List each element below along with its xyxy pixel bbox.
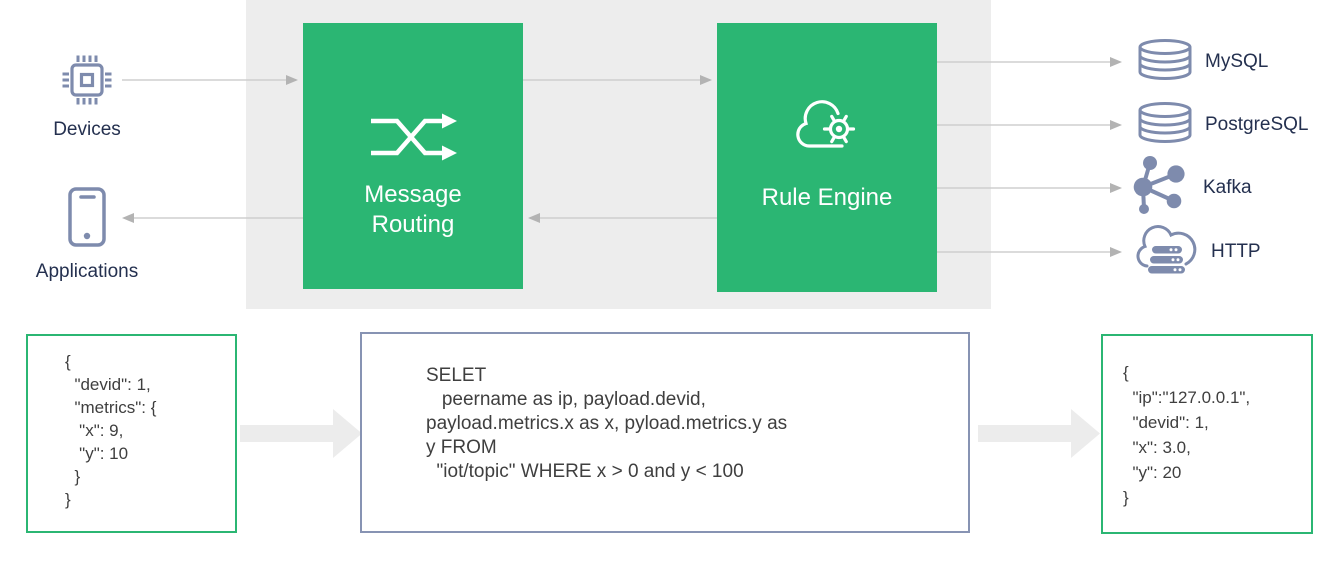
message-routing-label: Message Routing	[364, 181, 462, 238]
shuffle-icon	[369, 111, 457, 168]
applications-label: Applications	[35, 261, 139, 282]
sql-rule-code: SELET peername as ip, payload.devid, pay…	[426, 365, 788, 482]
http-label: HTTP	[1211, 241, 1261, 262]
input-json-code: { "devid": 1, "metrics": { "x": 9, "y": …	[65, 352, 157, 509]
message-routing-box: Message Routing	[303, 23, 523, 289]
phone-icon	[67, 186, 107, 253]
input-to-sql-block-arrow	[240, 409, 362, 458]
mysql-label: MySQL	[1205, 51, 1269, 72]
database-icon	[1137, 101, 1193, 149]
cloud-server-icon	[1133, 223, 1199, 282]
output-json-box: { "ip":"127.0.0.1", "devid": 1, "x": 3.0…	[1101, 334, 1313, 534]
input-json-box: { "devid": 1, "metrics": { "x": 9, "y": …	[26, 334, 237, 533]
devices-label: Devices	[53, 119, 121, 140]
applications-node: Applications	[14, 186, 160, 283]
kafka-label: Kafka	[1203, 177, 1252, 198]
endpoint-mysql: MySQL	[1137, 38, 1269, 82]
sql-rule-box: SELET peername as ip, payload.devid, pay…	[360, 332, 970, 533]
postgresql-label: PostgreSQL	[1205, 114, 1309, 135]
devices-node: Devices	[14, 54, 160, 141]
chip-icon	[61, 54, 113, 111]
cloud-gear-icon	[793, 99, 861, 162]
rule-engine-label: Rule Engine	[761, 184, 893, 211]
endpoint-postgresql: PostgreSQL	[1137, 101, 1309, 145]
output-json-code: { "ip":"127.0.0.1", "devid": 1, "x": 3.0…	[1123, 363, 1251, 507]
node-graph-icon	[1131, 155, 1191, 221]
database-icon	[1137, 38, 1193, 86]
rule-engine-box: Rule Engine	[717, 23, 937, 292]
endpoint-http: HTTP	[1133, 223, 1261, 282]
endpoint-kafka: Kafka	[1131, 155, 1252, 221]
sql-to-output-block-arrow	[978, 409, 1100, 458]
